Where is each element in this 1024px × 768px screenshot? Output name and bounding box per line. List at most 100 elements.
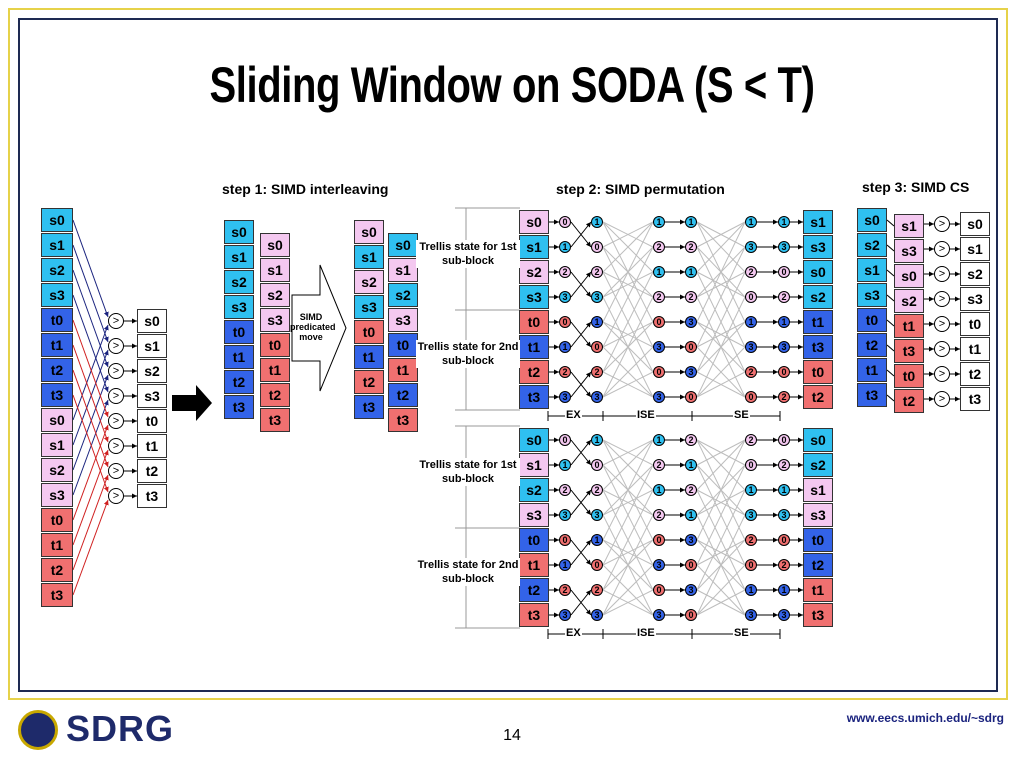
trellis-node: 3 — [591, 291, 603, 303]
trellis-node: 3 — [778, 341, 790, 353]
step1-d-cell: t1 — [388, 358, 418, 382]
left-output-cell: s1 — [137, 334, 167, 358]
trellis-node: 0 — [745, 559, 757, 571]
trellis-node: 3 — [559, 509, 571, 521]
cs-mid-cell: s2 — [894, 289, 924, 313]
connector-line — [602, 464, 654, 566]
connector-line — [72, 374, 109, 471]
connector-line — [696, 271, 746, 298]
left-output-cell: t0 — [137, 409, 167, 433]
connector-line — [696, 346, 746, 398]
connector-line — [72, 499, 109, 596]
cs-in-cell: t0 — [857, 308, 887, 332]
trellis-node: 0 — [591, 341, 603, 353]
connector-line — [72, 319, 109, 418]
trellis-node: 3 — [685, 316, 697, 328]
connector-line — [696, 221, 746, 273]
trellis-node: 0 — [685, 391, 697, 403]
cs-in-cell: s3 — [857, 283, 887, 307]
axis-label-se: SE — [733, 409, 750, 421]
perm-top-in-cell: s3 — [519, 285, 549, 309]
trellis-node: 1 — [778, 216, 790, 228]
step1-d-cell: s0 — [388, 233, 418, 257]
trellis-node: 1 — [591, 534, 603, 546]
comparator-icon: > — [934, 366, 950, 382]
cs-mid-cell: t3 — [894, 339, 924, 363]
comparator-icon: > — [108, 413, 124, 429]
trellis-node: 0 — [745, 291, 757, 303]
step1-d-cell: s2 — [388, 283, 418, 307]
page-number: 14 — [503, 727, 521, 744]
comparator-icon: > — [108, 363, 124, 379]
trellis-node: 1 — [778, 316, 790, 328]
trellis-node: 2 — [559, 366, 571, 378]
trellis-node: 1 — [685, 216, 697, 228]
trellis-node: 0 — [745, 391, 757, 403]
trellis-node: 0 — [653, 316, 665, 328]
trellis-node: 3 — [559, 291, 571, 303]
step1-d-cell: s3 — [388, 308, 418, 332]
connector-line — [602, 296, 654, 398]
connector-line — [72, 399, 109, 496]
axis-label-ex: EX — [565, 627, 582, 639]
trellis-node: 1 — [559, 459, 571, 471]
left-output-cell: t2 — [137, 459, 167, 483]
comparator-icon: > — [108, 463, 124, 479]
trellis-node: 0 — [591, 459, 603, 471]
trellis-node: 2 — [559, 266, 571, 278]
trellis-node: 2 — [591, 366, 603, 378]
left-output-cell: s3 — [137, 384, 167, 408]
trellis-node: 3 — [653, 609, 665, 621]
trellis-node: 2 — [778, 391, 790, 403]
trellis-node: 0 — [778, 266, 790, 278]
trellis-node: 0 — [745, 459, 757, 471]
connector-line — [886, 344, 895, 352]
perm-top-in-cell: s1 — [519, 235, 549, 259]
comparator-icon: > — [108, 313, 124, 329]
axis-label-se: SE — [733, 627, 750, 639]
connector-line — [696, 439, 746, 541]
big-arrow-icon — [172, 385, 212, 421]
trellis-node: 2 — [591, 266, 603, 278]
connector-line — [602, 439, 654, 466]
perm-bottom-out-cell: t3 — [803, 603, 833, 627]
trellis-node: 1 — [591, 216, 603, 228]
cs-in-cell: t1 — [857, 358, 887, 382]
step1-c-cell: t3 — [354, 395, 384, 419]
trellis-node: 3 — [685, 534, 697, 546]
left-cell-t1: t1 — [41, 333, 73, 357]
connector-line — [602, 271, 654, 298]
cs-in-cell: s2 — [857, 233, 887, 257]
trellis-node: 1 — [653, 484, 665, 496]
trellis-node: 1 — [778, 584, 790, 596]
cs-in-cell: t3 — [857, 383, 887, 407]
sdrg-logo: SDRG — [66, 708, 175, 749]
step1-b-cell: t2 — [260, 383, 290, 407]
perm-top-out-cell: t1 — [803, 310, 833, 334]
step1-a-cell: t2 — [224, 370, 254, 394]
connector-line — [696, 371, 746, 398]
step1-c-cell: t1 — [354, 345, 384, 369]
perm-bottom-in-cell: t2 — [519, 578, 549, 602]
cs-out-cell: t3 — [960, 387, 990, 411]
connector-line — [602, 539, 654, 566]
cs-out-cell: s1 — [960, 237, 990, 261]
connector-line — [696, 439, 746, 466]
connector-line — [570, 271, 592, 298]
trellis-node: 1 — [559, 559, 571, 571]
left-cell-s0: s0 — [41, 408, 73, 432]
connector-line — [886, 319, 895, 327]
cs-out-cell: s2 — [960, 262, 990, 286]
connector-line — [602, 221, 654, 273]
step1-c-cell: s0 — [354, 220, 384, 244]
step1-a-cell: t0 — [224, 320, 254, 344]
connector-line — [602, 321, 654, 348]
cs-mid-cell: s3 — [894, 239, 924, 263]
trellis-node: 3 — [745, 509, 757, 521]
connector-line — [886, 369, 895, 377]
trellis-node: 1 — [591, 316, 603, 328]
connector-line — [886, 219, 895, 227]
connector-line — [696, 489, 746, 591]
trellis-node: 3 — [653, 391, 665, 403]
perm-bottom-out-cell: s0 — [803, 428, 833, 452]
